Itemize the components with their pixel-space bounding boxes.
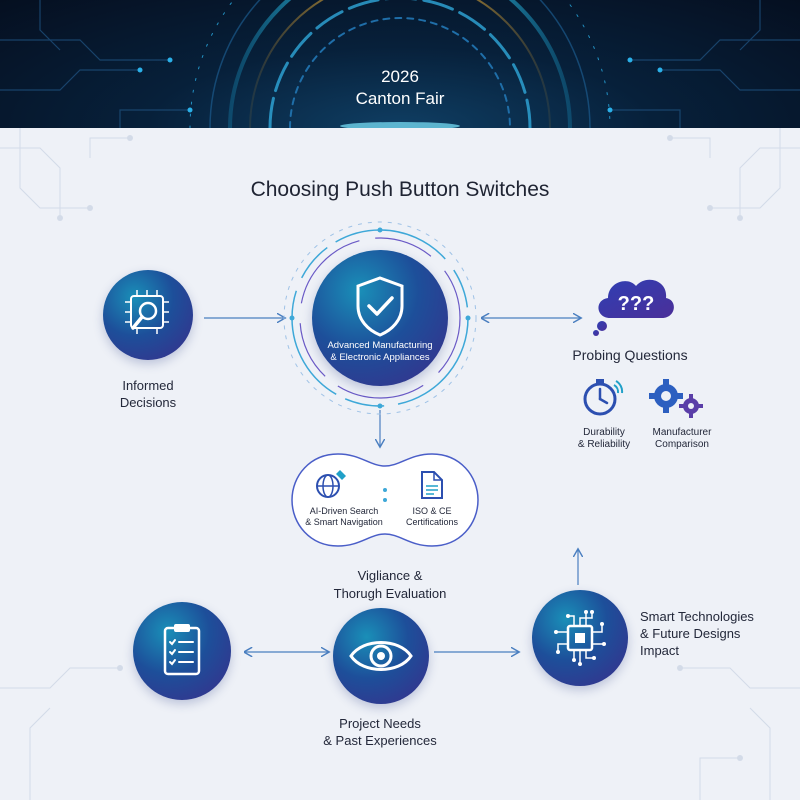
question-marks: ??? — [618, 293, 655, 315]
stopwatch-icon — [583, 379, 624, 416]
pill-left-line2: & Smart Navigation — [305, 517, 383, 527]
chip-magnifier-icon — [125, 290, 169, 334]
durability-line2: & Reliability — [577, 439, 631, 450]
question-cloud-icon: ??? — [593, 279, 674, 336]
manufacturer-line1: Manufacturer — [652, 427, 712, 438]
center-label-line1: Advanced Manufacturing — [327, 340, 433, 351]
project-line2: & Past Experiences — [323, 733, 437, 748]
evaluation-eye-node — [333, 608, 429, 704]
smart-line3: Impact — [640, 643, 680, 658]
pill-right-line1: ISO & CE — [412, 506, 452, 516]
durability-line1: Durability — [583, 427, 625, 438]
globe-satellite-icon — [316, 470, 346, 498]
informed-decisions-node — [103, 270, 193, 360]
pill-outline — [291, 453, 479, 547]
pill-right-line2: Certifications — [405, 517, 459, 527]
header-event-name: Canton Fair — [355, 89, 445, 108]
project-line1: Project Needs — [339, 716, 421, 731]
probing-label: Probing Questions — [572, 347, 688, 363]
vigilance-line2: Thorugh Evaluation — [333, 586, 447, 601]
pill-left-line1: AI-Driven Search — [309, 506, 379, 516]
eye-icon — [349, 641, 413, 671]
manufacturer-line2: Comparison — [655, 439, 709, 450]
header-arcs — [0, 0, 800, 128]
smart-tech-node — [532, 590, 628, 686]
gears-icon — [649, 379, 703, 418]
document-icon — [421, 471, 443, 499]
smart-line2: & Future Designs — [640, 626, 741, 641]
informed-label-line1: Informed — [122, 378, 174, 393]
center-node: Advanced Manufacturing & Electronic Appl… — [312, 250, 448, 386]
page-title: Choosing Push Button Switches — [250, 178, 550, 201]
circuit-chip-icon — [554, 610, 606, 666]
ai-iso-pill: AI-Driven Search & Smart Navigation ISO … — [290, 452, 480, 548]
background-circuit-pattern — [0, 128, 800, 800]
vigilance-line1: Vigliance & — [357, 568, 423, 583]
shield-check-icon — [356, 276, 404, 337]
header-year: 2026 — [381, 67, 419, 86]
project-needs-node — [133, 602, 231, 700]
header-banner: 2026 Canton Fair — [0, 0, 800, 128]
informed-label-line2: Decisions — [119, 395, 177, 410]
center-label-line2: & Electronic Appliances — [330, 352, 430, 363]
smart-line1: Smart Technologies — [640, 609, 754, 624]
clipboard-checklist-icon — [163, 624, 201, 676]
